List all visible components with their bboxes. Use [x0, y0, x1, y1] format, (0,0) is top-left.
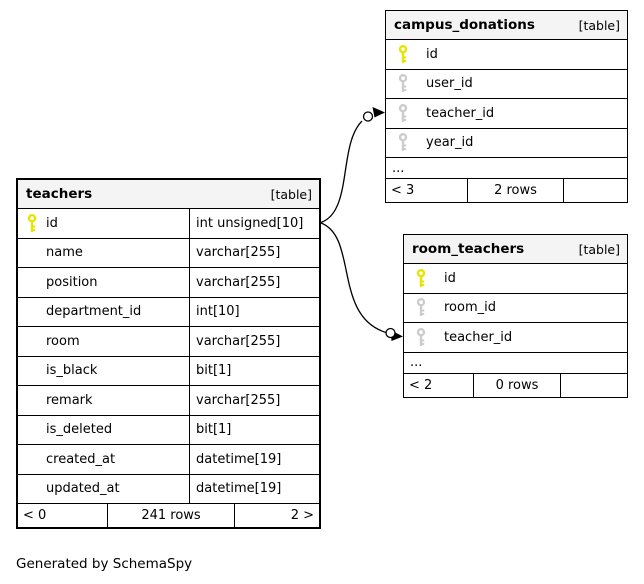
- column-type: int[10]: [189, 297, 319, 326]
- column-type: datetime[19]: [189, 474, 319, 503]
- table-footer: < 0 241 rows 2 >: [18, 504, 319, 527]
- table-row-id: id: [404, 264, 627, 294]
- table-row-department-id: department_id int[10]: [18, 297, 319, 327]
- table-footer: < 2 0 rows: [404, 373, 627, 397]
- table-row-name: name varchar[255]: [18, 238, 319, 268]
- column-name: department_id: [46, 304, 142, 320]
- column-type: varchar[255]: [189, 268, 319, 297]
- table-row-is-black: is_black bit[1]: [18, 356, 319, 386]
- row-count: 2 rows: [467, 179, 564, 202]
- column-name: position: [46, 274, 98, 290]
- parents-count: [561, 374, 627, 397]
- ellipsis-row: ...: [386, 158, 627, 179]
- table-row-is-deleted: is_deleted bit[1]: [18, 415, 319, 445]
- column-type: bit[1]: [189, 356, 319, 385]
- relationship-line-teachers-campus-donations: [320, 120, 363, 224]
- parents-count: [564, 179, 627, 202]
- column-type: datetime[19]: [189, 445, 319, 474]
- table-row-room: room varchar[255]: [18, 327, 319, 357]
- table-type-tag: [table]: [270, 186, 312, 202]
- children-count: < 3: [391, 183, 415, 198]
- column-name: id: [444, 270, 456, 286]
- table-campus-donations: campus_donations [table] id user_id teac…: [385, 10, 628, 203]
- row-count: 0 rows: [473, 373, 561, 397]
- foreign-key-icon: [416, 298, 426, 317]
- children-count: < 0: [23, 508, 47, 523]
- table-header-teachers[interactable]: teachers [table]: [18, 180, 319, 209]
- foreign-key-icon: [398, 74, 408, 93]
- column-name: is_deleted: [46, 422, 113, 438]
- table-type-tag: [table]: [578, 17, 620, 33]
- primary-key-icon: [416, 269, 426, 288]
- children-count: < 2: [409, 377, 433, 393]
- column-name: name: [46, 245, 83, 261]
- column-name: user_id: [426, 76, 473, 92]
- arrowhead-icon: [390, 330, 403, 341]
- table-name: campus_donations: [394, 17, 535, 33]
- table-header-campus-donations[interactable]: campus_donations [table]: [386, 11, 627, 40]
- column-type: bit[1]: [189, 415, 319, 444]
- table-row-id: id: [386, 40, 627, 70]
- column-name: remark: [46, 392, 93, 408]
- foreign-key-icon: [398, 104, 408, 123]
- arrowhead-icon: [372, 107, 385, 118]
- table-row-remark: remark varchar[255]: [18, 386, 319, 416]
- table-row-year-id: year_id: [386, 129, 627, 158]
- column-name: id: [426, 46, 438, 62]
- column-name: id: [46, 215, 58, 231]
- primary-key-icon: [27, 214, 37, 233]
- table-row-position: position varchar[255]: [18, 268, 319, 298]
- foreign-key-icon: [398, 133, 408, 152]
- column-name: created_at: [46, 451, 116, 467]
- column-name: room_id: [444, 300, 496, 316]
- relationship-line-teachers-room-teachers: [320, 222, 387, 334]
- table-row-room-id: room_id: [404, 294, 627, 323]
- table-teachers: teachers [table] id int unsigned[10] nam…: [16, 178, 321, 529]
- foreign-key-icon: [416, 328, 426, 347]
- table-row-teacher-id: teacher_id: [386, 99, 627, 129]
- column-name: teacher_id: [444, 329, 513, 345]
- table-room-teachers: room_teachers [table] id room_id teacher…: [403, 234, 628, 398]
- table-row-user-id: user_id: [386, 70, 627, 99]
- table-row-created-at: created_at datetime[19]: [18, 445, 319, 475]
- zero-or-more-circle-icon: [385, 327, 396, 339]
- column-type: varchar[255]: [189, 386, 319, 415]
- column-name: teacher_id: [426, 105, 495, 121]
- column-name: updated_at: [46, 481, 120, 497]
- column-type: varchar[255]: [189, 238, 319, 267]
- column-type: varchar[255]: [189, 327, 319, 356]
- column-name: year_id: [426, 135, 474, 151]
- primary-key-icon: [398, 45, 408, 64]
- table-row-updated-at: updated_at datetime[19]: [18, 474, 319, 504]
- column-name: is_black: [46, 363, 98, 379]
- table-type-tag: [table]: [578, 241, 620, 257]
- column-name: room: [46, 333, 80, 349]
- schemaspy-credit: Generated by SchemaSpy: [16, 556, 193, 572]
- row-count: 241 rows: [107, 504, 235, 527]
- table-name: teachers: [26, 186, 93, 202]
- table-footer: < 3 2 rows: [386, 179, 627, 202]
- zero-or-more-circle-icon: [362, 111, 374, 122]
- ellipsis-row: ...: [404, 353, 627, 374]
- table-row-teacher-id: teacher_id: [404, 323, 627, 353]
- parents-count: 2 >: [290, 508, 314, 523]
- column-type: int unsigned[10]: [189, 209, 319, 238]
- table-row-id: id int unsigned[10]: [18, 209, 319, 239]
- table-header-room-teachers[interactable]: room_teachers [table]: [404, 235, 627, 264]
- table-name: room_teachers: [412, 241, 525, 257]
